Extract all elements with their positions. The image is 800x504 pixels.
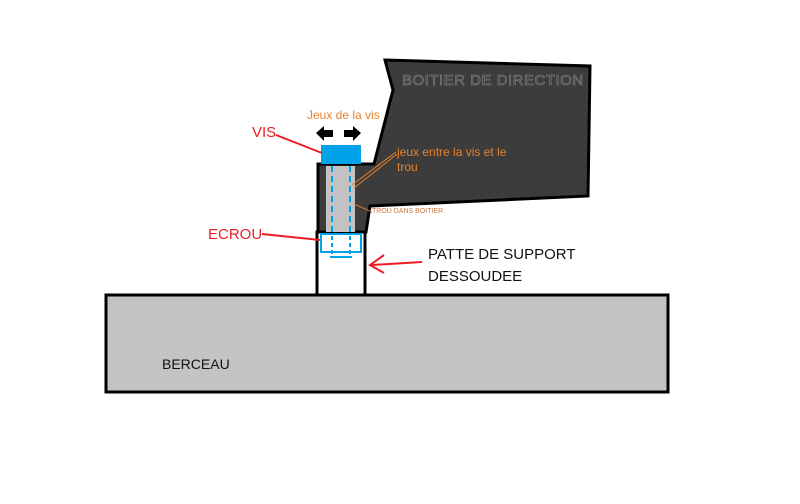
nut-leader-line (261, 233, 321, 241)
steering-box-label: BOITIER DE DIRECTION (402, 72, 584, 90)
bracket-arrow (371, 261, 423, 266)
arrow-right-icon (344, 126, 361, 141)
nut (320, 233, 362, 253)
gap-label-line2: trou (397, 160, 418, 174)
screw-head (321, 145, 361, 164)
bracket-label-line2: DESSOUDEE (428, 268, 523, 285)
screw-label: VIS (252, 124, 277, 141)
arrow-left-icon (316, 126, 333, 141)
hole-label: TROU DANS BOITIER (372, 208, 444, 215)
screw-leader-line (275, 134, 323, 154)
cradle-block (104, 293, 670, 394)
gap-label: jeux entre la vis et le (397, 145, 507, 159)
cradle-label: BERCEAU (162, 356, 230, 372)
screw-play-label: Jeux de la vis (307, 108, 380, 122)
bracket-label: PATTE DE SUPPORT (428, 246, 576, 263)
nut-label: ECROU (208, 226, 263, 243)
